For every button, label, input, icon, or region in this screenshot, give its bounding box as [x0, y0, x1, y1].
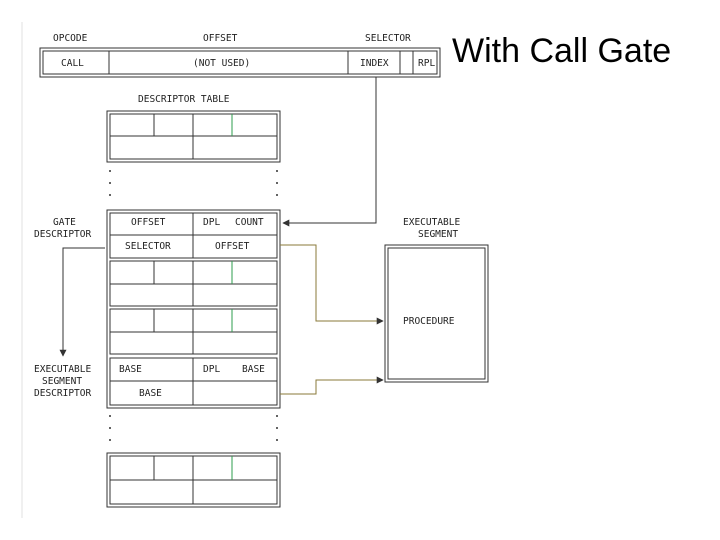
exec-segment-descriptor-label-line2: SEGMENT [42, 376, 82, 387]
executable-segment-inner [387, 247, 486, 380]
descriptor-block-bottom [106, 452, 281, 508]
base-to-segment-arrow [280, 376, 384, 395]
exec-segment-descriptor-label-line1: EXECUTABLE [34, 364, 91, 375]
slide-title: With Call Gate [452, 32, 672, 70]
exec-base3-label: BASE [139, 388, 162, 399]
descriptor-table-title: DESCRIPTOR TABLE [138, 94, 230, 105]
exec-base2-label: BASE [242, 364, 265, 375]
gate-offset-label: OFFSET [131, 217, 166, 228]
offset-header: OFFSET [203, 33, 238, 44]
instruction-outer-box [39, 47, 441, 78]
selector-to-descriptor-arrow [59, 247, 105, 357]
opcode-header: OPCODE [53, 33, 88, 44]
descriptor-table: DESCRIPTOR TABLE OFFSET DPL COUNT SELECT… [106, 94, 281, 508]
selector-header: SELECTOR [365, 33, 411, 44]
exec-dpl-label: DPL [203, 364, 220, 375]
descriptor-block-middle [106, 209, 281, 409]
exec-segment-descriptor-label-line3: DESCRIPTOR [34, 388, 91, 399]
instruction-inner-box [42, 50, 438, 75]
instruction-format: OPCODE OFFSET SELECTOR CALL (NOT USED) I… [39, 33, 441, 78]
continuation-dots [109, 415, 278, 441]
rpl-field: RPL [418, 58, 435, 69]
executable-segment-outer [384, 244, 489, 383]
continuation-dots [109, 170, 278, 196]
index-to-gate-arrow [282, 77, 377, 227]
gate-descriptor-label-line2: DESCRIPTOR [34, 229, 91, 240]
gate-dpl-label: DPL [203, 217, 220, 228]
gate-count-label: COUNT [235, 217, 264, 228]
gate-descriptor-label-line1: GATE [53, 217, 76, 228]
exec-segment-label-line1: EXECUTABLE [403, 217, 460, 228]
descriptor-block-top [106, 110, 281, 163]
offset-to-procedure-arrow [280, 244, 384, 325]
gate-selector-label: SELECTOR [125, 241, 171, 252]
gate-offset2-label: OFFSET [215, 241, 250, 252]
exec-segment-label-line2: SEGMENT [418, 229, 458, 240]
index-field: INDEX [360, 58, 389, 69]
not-used-field: (NOT USED) [193, 58, 250, 69]
procedure-label: PROCEDURE [403, 316, 455, 327]
exec-base-label: BASE [119, 364, 142, 375]
call-field: CALL [61, 58, 84, 69]
